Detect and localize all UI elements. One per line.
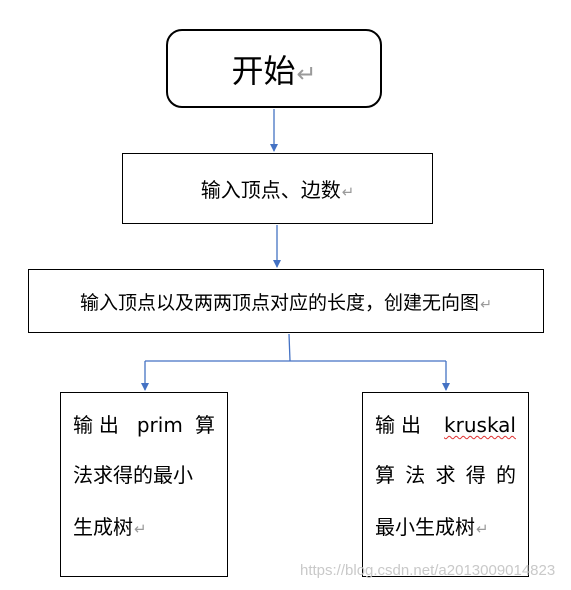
return-mark: ↵ [476, 520, 489, 538]
return-mark: ↵ [134, 520, 147, 538]
return-mark: ↵ [480, 296, 492, 313]
output-kruskal-prefix: 输出 [375, 413, 427, 437]
step2-label: 输入顶点以及两两顶点对应的长度，创建无向图 [80, 291, 480, 314]
output-kruskal-node: 输出 kruskal 算法求得的 最小生成树↵ [362, 392, 529, 577]
step1-label: 输入顶点、边数 [200, 178, 341, 202]
output-kruskal-line3: 最小生成树 [375, 515, 475, 539]
input-vertices-edges-node: 输入顶点、边数↵ [122, 153, 433, 224]
output-prim-node: 输出 prim 算 法求得的最小 生成树↵ [60, 392, 228, 577]
return-mark: ↵ [341, 183, 355, 201]
output-prim-line1: 输出 prim 算 [73, 413, 215, 437]
output-kruskal-line2: 算法求得的 [375, 463, 516, 487]
connector-step2-down [288, 333, 291, 362]
return-mark: ↵ [296, 59, 317, 88]
output-kruskal-word: kruskal [444, 413, 516, 437]
start-label: 开始 [231, 51, 296, 90]
output-prim-line2: 法求得的最小 [73, 463, 193, 487]
create-graph-node: 输入顶点以及两两顶点对应的长度，创建无向图↵ [28, 269, 544, 333]
output-prim-line3: 生成树 [73, 515, 133, 539]
watermark: https://blog.csdn.net/a2013009014823 [300, 562, 556, 579]
start-node: 开始↵ [166, 29, 382, 108]
